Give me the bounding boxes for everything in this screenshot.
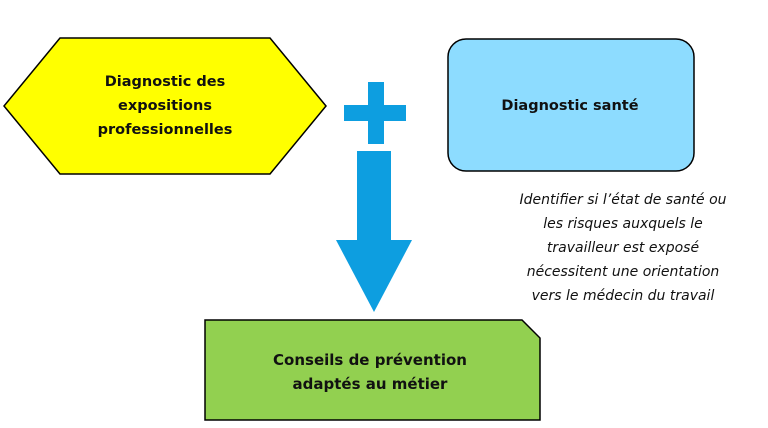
- exposure-box-line: expositions: [118, 98, 212, 114]
- health-note: Identifier si l’état de santé ou les ris…: [488, 188, 758, 308]
- exposure-box-line: Diagnostic des: [104, 74, 226, 90]
- health-note-line: vers le médecin du travail: [531, 288, 715, 304]
- exposure-box-label: Diagnostic des expositions professionnel…: [60, 70, 270, 142]
- health-note-line: nécessitent une orientation: [526, 264, 720, 280]
- plus-icon: [344, 82, 406, 144]
- health-note-line: les risques auxquels le: [543, 216, 703, 232]
- advice-box-label: Conseils de prévention adaptés au métier: [205, 348, 535, 396]
- exposure-hexagon: [3, 37, 327, 175]
- arrow-down-icon: [336, 151, 412, 312]
- health-box: [447, 38, 695, 172]
- health-note-line: travailleur est exposé: [546, 240, 700, 256]
- advice-box: [204, 319, 541, 421]
- health-note-line: Identifier si l’état de santé ou: [519, 192, 727, 208]
- advice-box-line: Conseils de prévention: [273, 351, 467, 369]
- advice-box-line: adaptés au métier: [292, 375, 448, 393]
- health-box-label: Diagnostic santé: [501, 98, 639, 114]
- exposure-box-line: professionnelles: [97, 122, 233, 138]
